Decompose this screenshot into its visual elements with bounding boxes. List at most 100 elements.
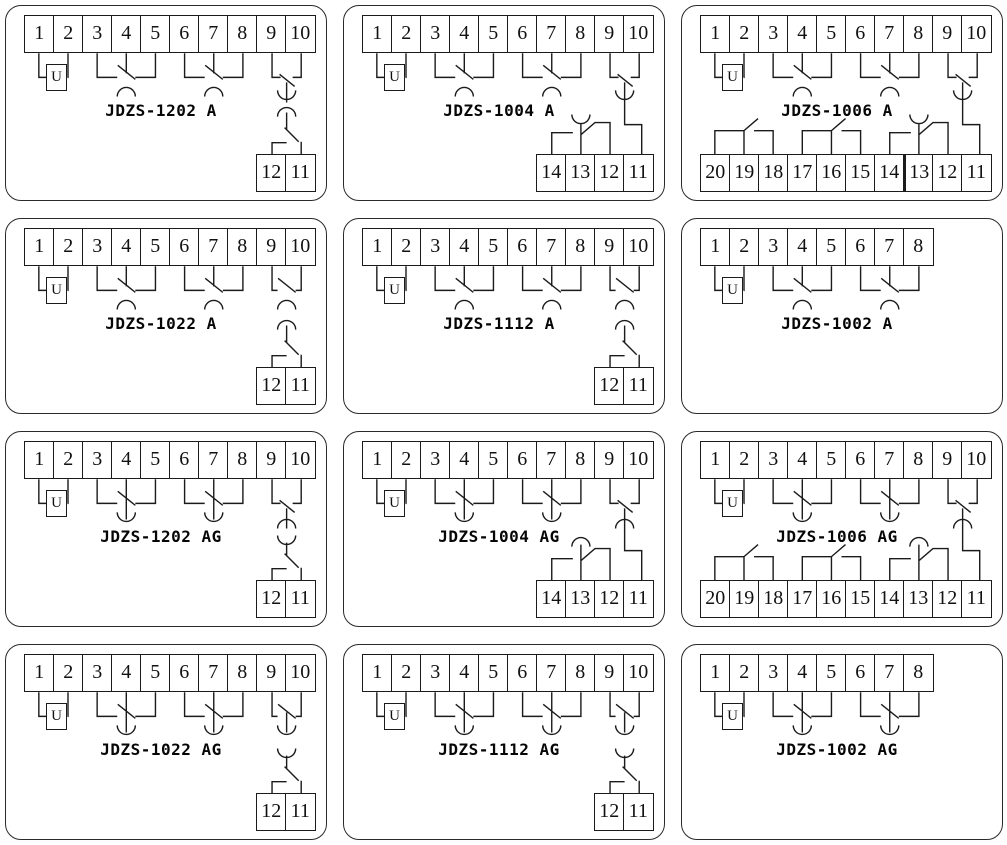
terminal-box: 14 xyxy=(536,580,567,618)
model-label: JDZS-1006 A xyxy=(781,101,893,120)
terminal-box: 13 xyxy=(903,580,934,618)
terminal-box: 15 xyxy=(845,154,876,192)
terminal-box: 6 xyxy=(507,441,538,479)
terminal-box: 10 xyxy=(961,15,992,53)
terminal-box: 5 xyxy=(140,441,171,479)
wiring-svg xyxy=(714,52,981,156)
terminal-box: 18 xyxy=(758,154,789,192)
terminal-box: 9 xyxy=(594,228,625,266)
terminal-box: 7 xyxy=(198,15,229,53)
terminal-box: 4 xyxy=(787,228,818,266)
terminal-box: 11 xyxy=(285,580,316,618)
terminal-box: 18 xyxy=(758,580,789,618)
terminal-box: 12 xyxy=(932,580,963,618)
terminal-box: 8 xyxy=(903,228,934,266)
terminal-box: 15 xyxy=(845,580,876,618)
terminal-box: 4 xyxy=(449,228,480,266)
terminal-box: 1 xyxy=(362,654,393,692)
terminal-box: 3 xyxy=(420,441,451,479)
terminal-box: 2 xyxy=(729,441,760,479)
terminal-box: 12 xyxy=(256,154,287,192)
terminal-box: 11 xyxy=(623,793,654,831)
model-label: JDZS-1202 AG xyxy=(100,527,222,546)
wiring-svg xyxy=(376,52,643,156)
terminal-box: 1 xyxy=(24,15,55,53)
terminal-box: 1 xyxy=(700,228,731,266)
terminal-box: 19 xyxy=(729,154,760,192)
voltage-coil-box: U xyxy=(46,64,67,91)
terminal-box: 10 xyxy=(285,441,316,479)
terminal-box: 9 xyxy=(594,654,625,692)
voltage-coil-box: U xyxy=(46,490,67,517)
terminal-box: 8 xyxy=(227,654,258,692)
terminal-box: 12 xyxy=(256,367,287,405)
terminal-box: 10 xyxy=(961,441,992,479)
terminal-box: 12 xyxy=(932,154,963,192)
terminal-box: 13 xyxy=(903,154,934,192)
terminal-box: 12 xyxy=(594,793,625,831)
terminal-box: 3 xyxy=(82,228,113,266)
terminal-box: 10 xyxy=(285,15,316,53)
terminal-box: 6 xyxy=(169,228,200,266)
terminal-box: 1 xyxy=(700,654,731,692)
terminal-box: 3 xyxy=(758,15,789,53)
terminal-box: 6 xyxy=(845,15,876,53)
model-label: JDZS-1112 A xyxy=(443,314,555,333)
terminal-box: 5 xyxy=(140,15,171,53)
terminal-box: 8 xyxy=(903,654,934,692)
wiring-svg xyxy=(714,478,981,582)
terminal-box: 6 xyxy=(507,15,538,53)
terminal-box: 7 xyxy=(874,15,905,53)
terminal-box: 9 xyxy=(256,441,287,479)
voltage-coil-box: U xyxy=(384,703,405,730)
terminal-box: 1 xyxy=(24,654,55,692)
voltage-coil-box: U xyxy=(722,277,743,304)
terminal-box: 2 xyxy=(729,228,760,266)
terminal-box: 17 xyxy=(787,580,818,618)
terminal-box: 6 xyxy=(845,228,876,266)
terminal-box: 5 xyxy=(816,15,847,53)
model-label: JDZS-1002 A xyxy=(781,314,893,333)
terminal-box: 11 xyxy=(285,367,316,405)
model-label: JDZS-1004 AG xyxy=(438,527,560,546)
terminal-box: 1 xyxy=(362,228,393,266)
voltage-coil-box: U xyxy=(384,64,405,91)
terminal-box: 8 xyxy=(903,15,934,53)
terminal-box: 13 xyxy=(565,154,596,192)
terminal-box: 12 xyxy=(256,793,287,831)
terminal-box: 9 xyxy=(594,441,625,479)
terminal-box: 10 xyxy=(623,441,654,479)
terminal-box: 1 xyxy=(24,441,55,479)
terminal-box: 2 xyxy=(53,15,84,53)
terminal-box: 7 xyxy=(874,228,905,266)
terminal-box: 6 xyxy=(169,441,200,479)
terminal-box: 3 xyxy=(758,228,789,266)
terminal-box: 14 xyxy=(874,580,905,618)
model-label: JDZS-1202 A xyxy=(105,101,217,120)
model-label: JDZS-1006 AG xyxy=(776,527,898,546)
terminal-box: 12 xyxy=(594,154,625,192)
terminal-box: 13 xyxy=(565,580,596,618)
terminal-box: 5 xyxy=(816,654,847,692)
terminal-box: 5 xyxy=(478,15,509,53)
terminal-box: 11 xyxy=(623,367,654,405)
terminal-box: 8 xyxy=(227,15,258,53)
terminal-box: 3 xyxy=(420,228,451,266)
voltage-coil-box: U xyxy=(722,490,743,517)
terminal-box: 2 xyxy=(391,15,422,53)
terminal-box: 20 xyxy=(700,580,731,618)
terminal-box: 6 xyxy=(169,654,200,692)
terminal-box: 11 xyxy=(623,154,654,192)
